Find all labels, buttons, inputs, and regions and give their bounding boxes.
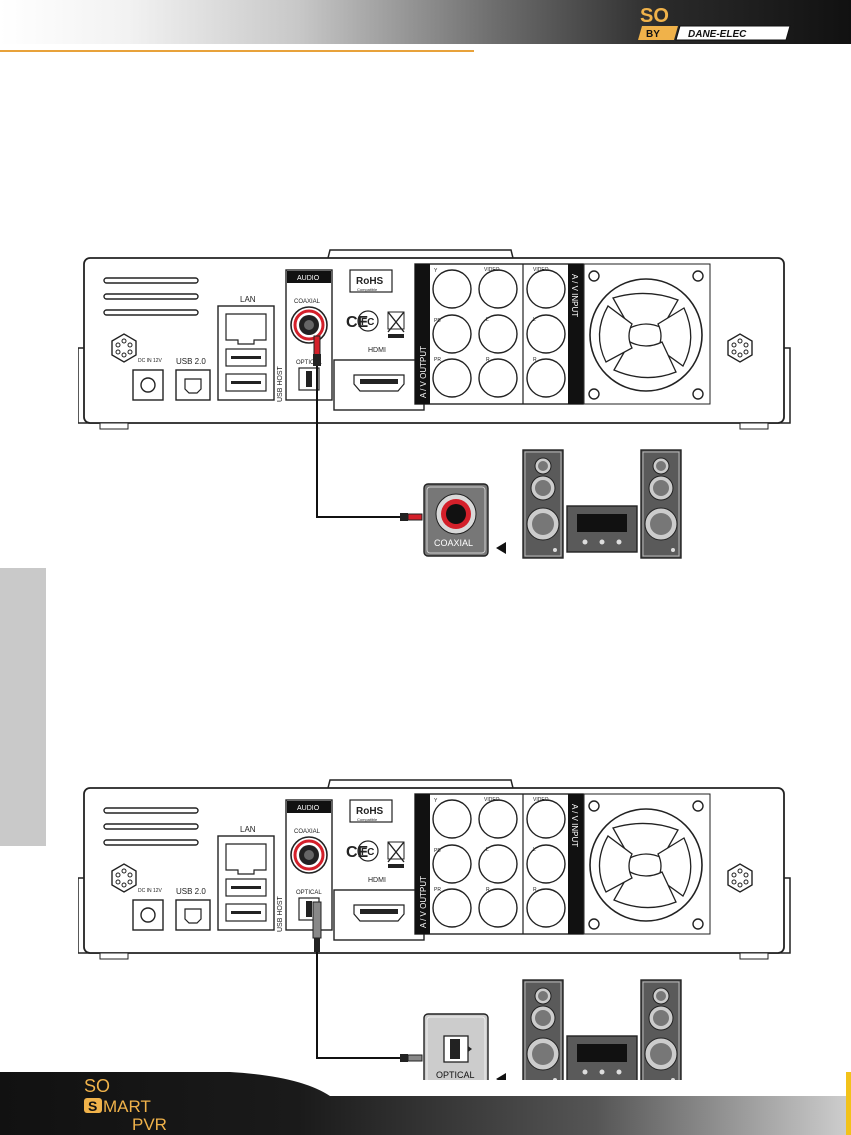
av-input-label: A / V INPUT bbox=[570, 274, 579, 317]
fc-mark: FC bbox=[361, 317, 374, 328]
optical-port-label: OPTICAL bbox=[296, 360, 322, 366]
coaxial-connection-diagram: COAXIAL bbox=[313, 335, 682, 559]
footer-logo-s-badge bbox=[84, 1098, 102, 1113]
coaxial-port-label: COAXIAL bbox=[294, 299, 321, 305]
hdmi-label-2: HDMI bbox=[368, 877, 386, 884]
r-input-label: R bbox=[533, 357, 537, 363]
rohs-mark-2: RoHS bbox=[356, 806, 384, 817]
logo-maker-badge bbox=[675, 25, 791, 41]
pb-label-2: PB bbox=[434, 848, 441, 854]
rohs-mark: RoHS bbox=[356, 276, 384, 287]
av-output-label-2: A / V OUTPUT bbox=[419, 876, 428, 928]
optical-device-label: OPTICAL bbox=[436, 1070, 475, 1080]
footer-logo-pvr: PVR bbox=[132, 1115, 167, 1134]
r-label-2: R bbox=[486, 887, 490, 893]
footer-band: SO S MART PVR bbox=[0, 1072, 851, 1135]
top-brand-logo: SO BY DANE-ELEC bbox=[638, 5, 791, 41]
stereo-system-icon-2 bbox=[522, 979, 682, 1080]
footer-logo-s: S bbox=[88, 1098, 97, 1114]
header-rule bbox=[0, 50, 474, 52]
pr-label-2: PR bbox=[434, 887, 441, 893]
r-label: R bbox=[486, 357, 490, 363]
video-input-label: VIDEO bbox=[533, 267, 549, 273]
optical-connection-diagram: OPTICAL bbox=[312, 901, 682, 1080]
av-input-label-2: A / V INPUT bbox=[570, 804, 579, 847]
l-label-2: L bbox=[486, 847, 489, 853]
logo-so-text: SO bbox=[640, 5, 669, 27]
pr-label: PR bbox=[434, 357, 441, 363]
video-input-label-2: VIDEO bbox=[533, 797, 549, 803]
fc-mark-2: FC bbox=[361, 847, 374, 858]
footer-graphic: SO S MART PVR bbox=[0, 1072, 851, 1135]
stereo-system-icon bbox=[522, 449, 682, 559]
usb-host-label-2: USB HOST bbox=[277, 895, 284, 932]
arrow-left-icon-2 bbox=[496, 1073, 506, 1080]
r-input-label-2: R bbox=[533, 887, 537, 893]
dc-in-label-2: DC IN 12V bbox=[138, 888, 163, 894]
l-label: L bbox=[486, 317, 489, 323]
audio-label-2: AUDIO bbox=[297, 805, 320, 812]
video-label: VIDEO bbox=[484, 267, 500, 273]
rohs-sub: Compatible bbox=[357, 287, 378, 292]
ce-mark-2: CE bbox=[346, 844, 369, 861]
device-rear-panel-coaxial: DC IN 12V USB 2.0 LAN USB HOST AUDIO COA… bbox=[78, 248, 792, 431]
rohs-sub-2: Compatible bbox=[357, 817, 378, 822]
y-label: Y bbox=[434, 268, 438, 274]
coaxial-device-label: COAXIAL bbox=[434, 538, 473, 548]
device-rear-panel-optical: DC IN 12V USB 2.0 LAN USB HOST AUDIO COA… bbox=[78, 778, 792, 961]
coaxial-port-label-2: COAXIAL bbox=[294, 829, 321, 835]
logo-maker-text: DANE-ELEC bbox=[688, 29, 747, 40]
arrow-left-icon bbox=[496, 542, 506, 554]
usb2-label-2: USB 2.0 bbox=[176, 887, 206, 896]
y-label-2: Y bbox=[434, 798, 438, 804]
optical-port-label-2: OPTICAL bbox=[296, 890, 322, 896]
footer-logo-smart: MART bbox=[103, 1097, 151, 1116]
side-tab bbox=[0, 568, 46, 846]
usb-host-label: USB HOST bbox=[277, 365, 284, 402]
usb2-label: USB 2.0 bbox=[176, 357, 206, 366]
audio-label: AUDIO bbox=[297, 275, 320, 282]
ce-mark: CE bbox=[346, 314, 369, 331]
footer-logo-so: SO bbox=[84, 1076, 110, 1096]
l-input-label-2: L bbox=[533, 847, 536, 853]
lan-label-2: LAN bbox=[240, 825, 256, 834]
av-output-label: A / V OUTPUT bbox=[419, 346, 428, 398]
logo-by-badge bbox=[638, 26, 678, 40]
l-input-label: L bbox=[533, 317, 536, 323]
pb-label: PB bbox=[434, 318, 441, 324]
logo-by-text: BY bbox=[646, 29, 660, 40]
hdmi-label: HDMI bbox=[368, 347, 386, 354]
lan-label: LAN bbox=[240, 295, 256, 304]
video-label-2: VIDEO bbox=[484, 797, 500, 803]
dc-in-label: DC IN 12V bbox=[138, 358, 163, 364]
